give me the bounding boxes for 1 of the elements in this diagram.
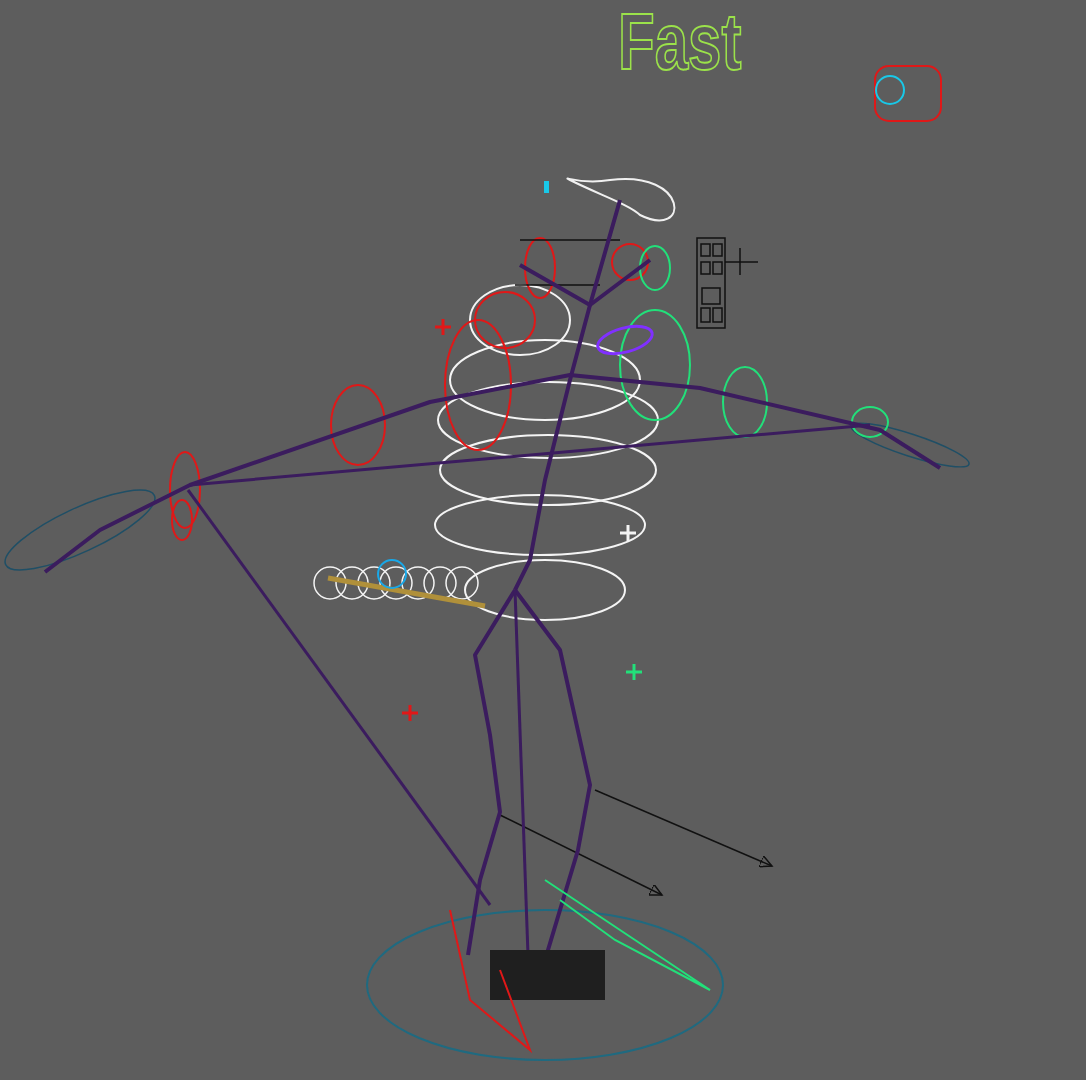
control-text: Fast	[618, 2, 742, 82]
